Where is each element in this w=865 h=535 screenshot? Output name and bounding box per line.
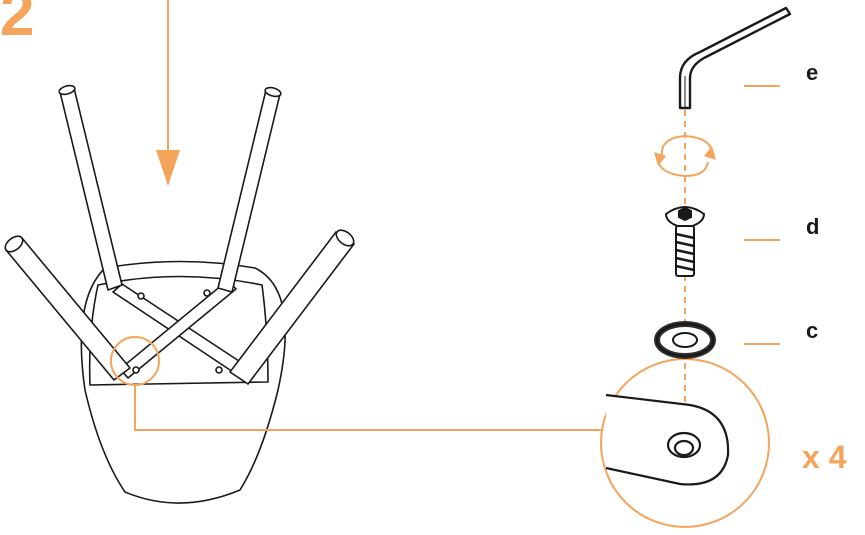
- rotation-arrow-icon: [662, 136, 712, 156]
- step-number: 2: [0, 0, 34, 46]
- brace-bolt: [138, 293, 144, 299]
- down-arrow-head-icon: [156, 150, 180, 186]
- stool-leg: [218, 90, 280, 292]
- allen-key-icon: [680, 8, 790, 108]
- quantity-label: x 4: [802, 441, 846, 473]
- brace-bolt: [133, 367, 139, 373]
- rotation-arrow-icon: [658, 160, 708, 176]
- part-label-c: c: [806, 320, 818, 342]
- part-label-e: e: [806, 62, 818, 84]
- stool-illustration: [2, 84, 356, 503]
- screw-icon: [666, 207, 704, 276]
- brace-bolt: [216, 367, 222, 373]
- brace-bolt: [204, 290, 210, 296]
- part-label-d: d: [806, 216, 819, 238]
- washer-icon: [657, 324, 713, 356]
- stool-leg: [60, 88, 122, 290]
- zoomed-brace-end: [606, 395, 728, 484]
